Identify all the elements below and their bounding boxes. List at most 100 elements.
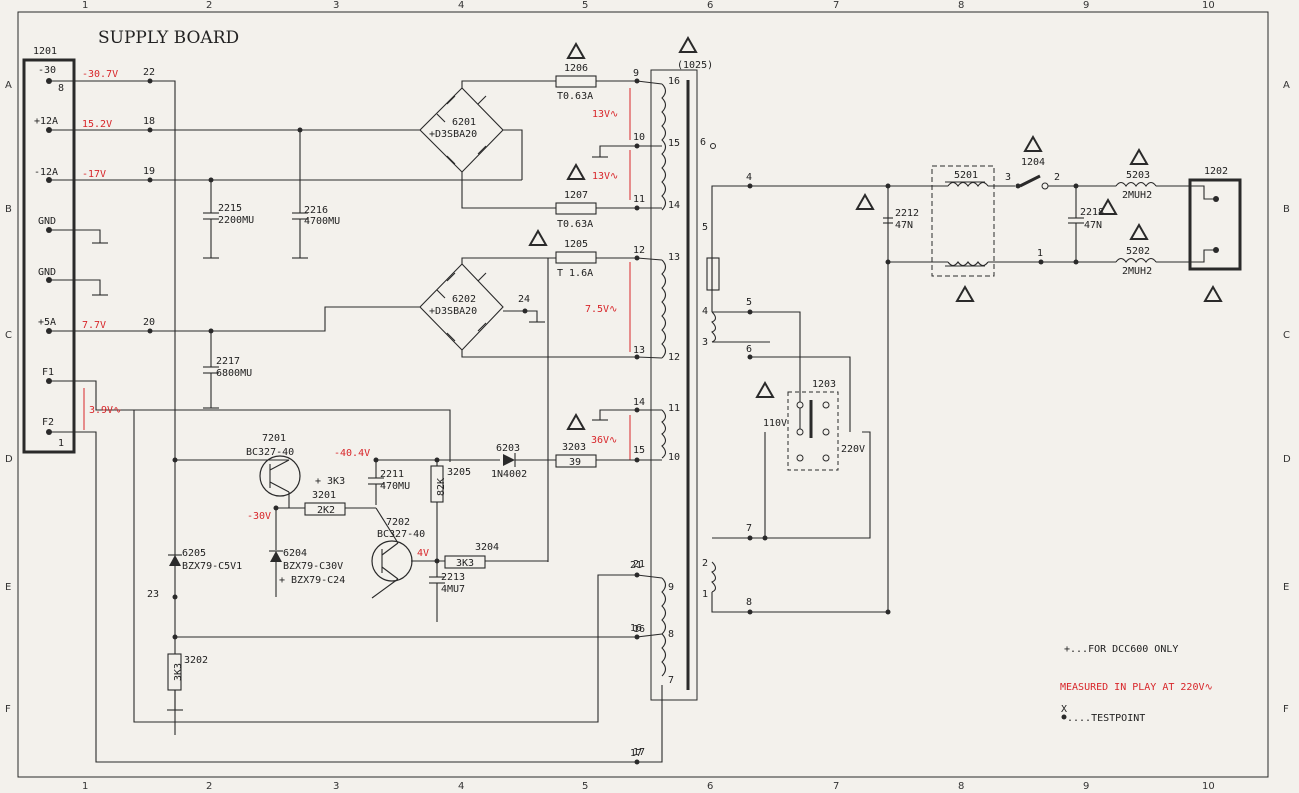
- row-label-right: A: [1283, 80, 1290, 91]
- col-label-bottom: 6: [707, 781, 713, 792]
- row-label-right: E: [1283, 582, 1289, 593]
- row-label-right: C: [1283, 330, 1290, 341]
- capacitor-2218: 2218 47N: [1068, 183, 1104, 265]
- component-value: BZX79-C30V: [283, 561, 343, 572]
- xfmr-pin: 5: [702, 222, 708, 233]
- node-number: 7: [746, 523, 752, 534]
- sheet-title: SUPPLY BOARD: [98, 28, 239, 48]
- node-number: 22: [143, 67, 155, 78]
- node-number: 20: [143, 317, 155, 328]
- component-ref: 6204: [283, 548, 307, 559]
- capacitor-2212: 2212 47N: [883, 208, 919, 231]
- col-label-bottom: 9: [1083, 781, 1089, 792]
- pin-label: +5A: [38, 317, 56, 328]
- xfmr-pin: 13: [668, 252, 680, 263]
- node-number: 6: [746, 344, 752, 355]
- capacitor-2216: 2216 4700MU: [292, 127, 340, 259]
- frame: [17, 11, 1269, 778]
- xfmr-pin: 11: [633, 194, 645, 205]
- row-label-right: F: [1283, 704, 1289, 715]
- transformer-1025: (1025) 9 10 11 12 13 14 15 21 16 17 16 1…: [592, 60, 720, 765]
- component-ref: 3201: [312, 490, 336, 501]
- col-label-bottom: 4: [458, 781, 464, 792]
- node-number: 1: [1037, 248, 1043, 259]
- component-value: + BZX79-C24: [279, 575, 345, 586]
- resistor-3204: 3204 3K3: [444, 542, 548, 569]
- component-ref: 2212: [895, 208, 919, 219]
- xfmr-pin: 9: [633, 68, 639, 79]
- component-ref: 1205: [564, 239, 588, 250]
- fuse-1206: 1206 T0.63A: [555, 63, 597, 102]
- node-number: 4: [746, 172, 752, 183]
- voltage-label: -30.7V: [82, 69, 118, 80]
- col-label-bottom: 3: [333, 781, 339, 792]
- xfmr-pin: 8: [668, 629, 674, 640]
- pin-label: -12A: [34, 167, 58, 178]
- row-label-left: B: [5, 204, 12, 215]
- component-value: 4MU7: [441, 584, 465, 595]
- legend-note: ....TESTPOINT: [1067, 713, 1145, 724]
- xfmr-pin: 11: [668, 403, 680, 414]
- row-label-left: D: [5, 454, 13, 465]
- pin-label: GND: [38, 216, 56, 227]
- row-label-left: C: [5, 330, 12, 341]
- component-value: 47N: [1084, 220, 1102, 231]
- component-value: 470MU: [380, 481, 410, 492]
- component-value: BC327-40: [246, 447, 294, 458]
- pin-number: 8: [58, 83, 64, 94]
- component-value: T0.63A: [557, 91, 593, 102]
- col-label-top: 8: [958, 0, 964, 11]
- voltage-selector-1203[interactable]: 1203 110V 220V: [763, 379, 865, 471]
- col-label-bottom: 5: [582, 781, 588, 792]
- component-ref: 1207: [564, 190, 588, 201]
- component-value: BZX79-C5V1: [182, 561, 242, 572]
- selector-option: 110V: [763, 418, 787, 429]
- voltage-label: 15.2V: [82, 119, 112, 130]
- row-label-right: B: [1283, 204, 1290, 215]
- legend-note: +...FOR DCC600 ONLY: [1064, 644, 1178, 655]
- xfmr-pin: 14: [633, 397, 645, 408]
- row-label-left: E: [5, 582, 11, 593]
- xfmr-pin: 3: [702, 337, 708, 348]
- component-ref: 3202: [184, 655, 208, 666]
- component-ref: 2215: [218, 203, 242, 214]
- component-value: +D3SBA20: [429, 129, 477, 140]
- col-label-bottom: 8: [958, 781, 964, 792]
- component-value: 1N4002: [491, 469, 527, 480]
- component-ref: 5203: [1126, 170, 1150, 181]
- component-ref: 6201: [452, 117, 476, 128]
- component-ref: 3203: [562, 442, 586, 453]
- component-ref: 2218: [1080, 207, 1104, 218]
- component-ref: 5202: [1126, 246, 1150, 257]
- component-ref: 5201: [954, 170, 978, 181]
- voltage-label: -30V: [247, 511, 271, 522]
- pin-label: +12A: [34, 116, 58, 127]
- xfmr-pin: 12: [633, 245, 645, 256]
- choke-5203: 5203 2MUH2: [1115, 170, 1190, 201]
- col-label-top: 7: [833, 0, 839, 11]
- component-ref: 6203: [496, 443, 520, 454]
- col-label-top: 10: [1202, 0, 1215, 11]
- component-ref: 2217: [216, 356, 240, 367]
- voltage-label: 7.7V: [82, 320, 106, 331]
- voltage-label: 36V∿: [591, 435, 617, 446]
- connector-1201: 1201 -30 8 +12A -12A GND GND +5A F1 F2 1: [22, 46, 76, 454]
- capacitor-2217: 2217 6800MU: [203, 328, 252, 409]
- component-value: T 1.6A: [557, 268, 593, 279]
- node-number: 17: [630, 748, 642, 759]
- primary-circuit: 4 5 6 7 8: [711, 172, 891, 615]
- col-label-bottom: 10: [1202, 781, 1215, 792]
- node-number: 19: [143, 166, 155, 177]
- component-value: 82K: [436, 478, 447, 496]
- component-ref: 2211: [380, 469, 404, 480]
- col-label-bottom: 1: [82, 781, 88, 792]
- component-value: T0.63A: [557, 219, 593, 230]
- voltage-label: 13V∿: [592, 109, 618, 120]
- col-label-top: 6: [707, 0, 713, 11]
- xfmr-pin: 7: [668, 675, 674, 686]
- col-label-top: 2: [206, 0, 212, 11]
- node-number: 24: [518, 294, 530, 305]
- capacitor-2213: 2213 4MU7: [429, 558, 465, 622]
- power-switch-1204[interactable]: 1204 3 2 1: [1005, 157, 1116, 265]
- legend: +...FOR DCC600 ONLY MEASURED IN PLAY AT …: [1060, 644, 1213, 724]
